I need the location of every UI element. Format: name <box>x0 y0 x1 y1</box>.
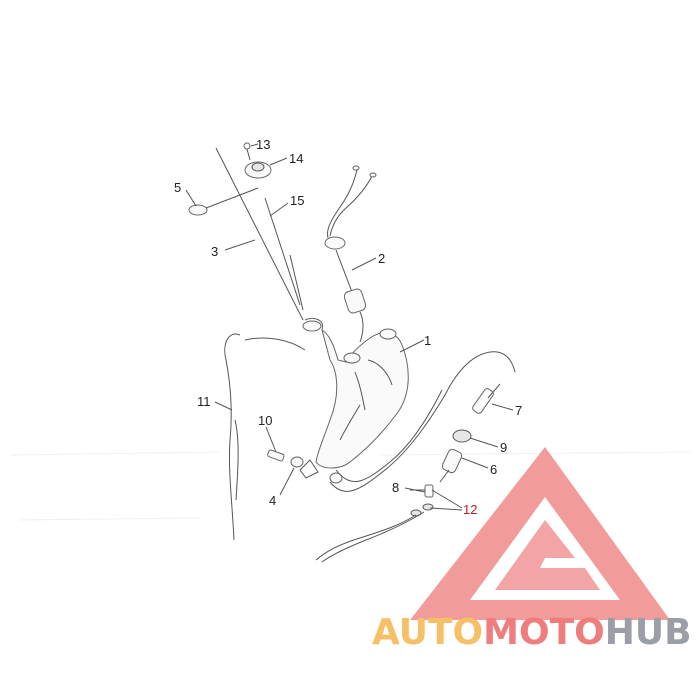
watermark-hub: HUB <box>604 612 692 653</box>
label-4: 4 <box>269 493 276 508</box>
part-11-hose <box>224 333 306 541</box>
watermark-moto: MOTO <box>483 612 605 653</box>
part-12-clamps <box>410 503 434 517</box>
leader-lines <box>185 143 514 511</box>
part-4-washer <box>290 456 304 468</box>
background-artifacts <box>9 451 691 521</box>
label-6: 6 <box>490 462 497 477</box>
part-1-reservoir <box>299 317 409 484</box>
label-3: 3 <box>211 244 218 259</box>
label-10: 10 <box>258 413 272 428</box>
label-13: 13 <box>256 137 270 152</box>
part-13-screw <box>243 142 251 161</box>
label-14: 14 <box>289 151 303 166</box>
part-9-connector <box>452 429 472 443</box>
label-5: 5 <box>174 180 181 195</box>
label-8: 8 <box>392 480 399 495</box>
watermark-auto: AUTO <box>372 612 484 653</box>
part-10-bolt <box>267 449 285 462</box>
part-14-cap <box>244 161 272 179</box>
label-15: 15 <box>290 193 304 208</box>
hose-upper <box>329 351 516 492</box>
hose-lower <box>315 511 425 563</box>
watermark-logo <box>410 447 670 620</box>
part-6-connector <box>439 448 463 483</box>
part-5-washer <box>188 187 259 216</box>
label-9: 9 <box>500 440 507 455</box>
watermark-text: AUTOMOTOHUB <box>372 612 692 653</box>
part-7-nozzle <box>472 383 501 414</box>
label-2: 2 <box>378 251 385 266</box>
label-7: 7 <box>515 403 522 418</box>
label-12: 12 <box>463 502 477 517</box>
label-1: 1 <box>424 333 431 348</box>
part-2-pump <box>324 165 377 343</box>
label-11: 11 <box>197 394 211 409</box>
